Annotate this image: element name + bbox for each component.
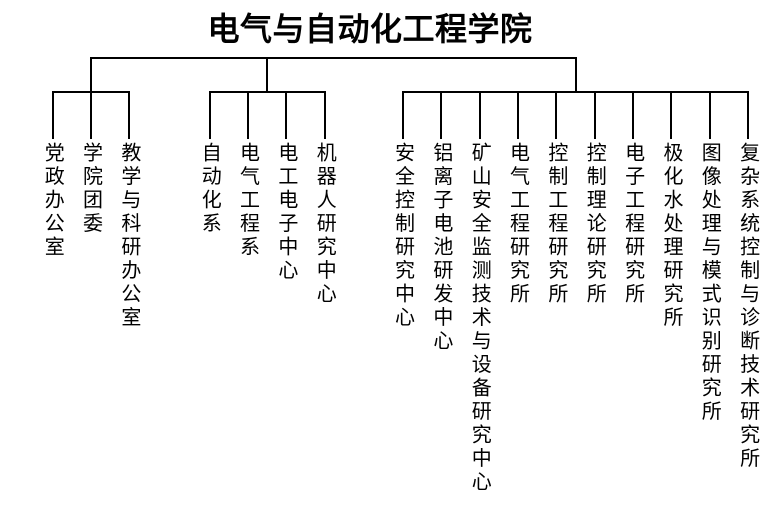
org-node-label: 电子工程研究所: [621, 142, 646, 307]
org-node-label: 电气工程研究所: [506, 142, 531, 307]
org-node-label: 极化水处理研究所: [659, 142, 684, 330]
org-node-label: 电工电子中心: [274, 142, 299, 283]
connector-rail-group-1: [208, 91, 326, 93]
connector-drop-group-2: [574, 57, 577, 93]
chart-title: 电气与自动化工程学院: [207, 10, 533, 48]
connector-stub: [555, 91, 558, 139]
connector-drop-group-0: [90, 57, 93, 93]
connector-rail-group-2: [402, 91, 750, 93]
org-node-label: 控制理论研究所: [583, 142, 608, 307]
connector-stub: [670, 91, 673, 139]
org-node-label: 教学与科研办公室: [117, 142, 142, 330]
org-node-label: 党政办公室: [41, 142, 66, 260]
org-node-label: 铝离子电池研发中心: [429, 142, 454, 354]
connector-stub: [128, 91, 131, 139]
connector-stub: [402, 91, 404, 139]
connector-stub: [632, 91, 635, 139]
connector-stub: [90, 91, 93, 139]
connector-stub: [323, 91, 326, 139]
connector-stub: [285, 91, 288, 139]
org-node-label: 电气工程系: [236, 142, 261, 260]
org-node-label: 机器人研究中心: [313, 142, 338, 307]
connector-stub: [593, 91, 596, 139]
connector-drop-group-1: [266, 57, 269, 93]
connector-stub: [747, 91, 750, 139]
org-node-label: 复杂系统控制与诊断技术研究所: [736, 142, 761, 471]
connector-stub: [208, 91, 211, 139]
connector-stub: [51, 91, 54, 139]
org-node-label: 图像处理与模式识别研究所: [698, 142, 723, 424]
org-node-label: 自动化系: [198, 142, 223, 236]
connector-rail-main: [90, 57, 577, 59]
org-node-label: 安全控制研究中心: [391, 142, 416, 330]
connector-stub: [517, 91, 520, 139]
org-node-label: 矿山安全监测技术与设备研究中心: [468, 142, 493, 495]
org-node-label: 学院团委: [79, 142, 104, 236]
connector-stub: [708, 91, 711, 139]
connector-stub: [478, 91, 481, 139]
org-node-label: 控制工程研究所: [544, 142, 569, 307]
connector-stub: [247, 91, 250, 139]
connector-stub: [440, 91, 443, 139]
